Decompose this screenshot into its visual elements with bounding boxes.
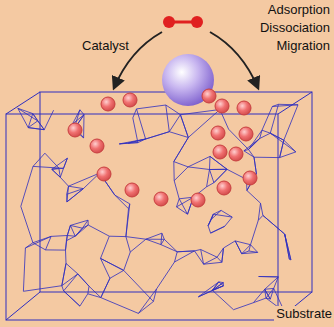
atom	[123, 93, 137, 107]
atom	[191, 193, 205, 207]
hydrogen-molecule	[163, 16, 203, 28]
atom	[211, 126, 225, 140]
atom	[97, 167, 111, 181]
atom	[101, 97, 115, 111]
atom	[243, 171, 257, 185]
adsorbed-atoms	[68, 89, 257, 207]
atom	[237, 101, 251, 115]
atom	[229, 147, 243, 161]
atom	[154, 192, 168, 206]
atom	[90, 139, 104, 153]
atom	[68, 123, 82, 137]
flow-arrow	[210, 32, 258, 88]
text-label: Substrate	[274, 306, 334, 322]
atom	[217, 181, 231, 195]
atom	[213, 145, 227, 159]
atom	[215, 99, 229, 113]
text-label: Dissociation	[260, 20, 330, 36]
substrate-box	[6, 92, 312, 320]
text-label: Catalyst	[82, 38, 129, 54]
atom	[125, 183, 139, 197]
substrate-mesh	[18, 104, 298, 313]
text-label: Adsorption	[268, 2, 330, 18]
atom	[202, 89, 216, 103]
text-label: Migration	[277, 38, 330, 54]
atom	[239, 127, 253, 141]
